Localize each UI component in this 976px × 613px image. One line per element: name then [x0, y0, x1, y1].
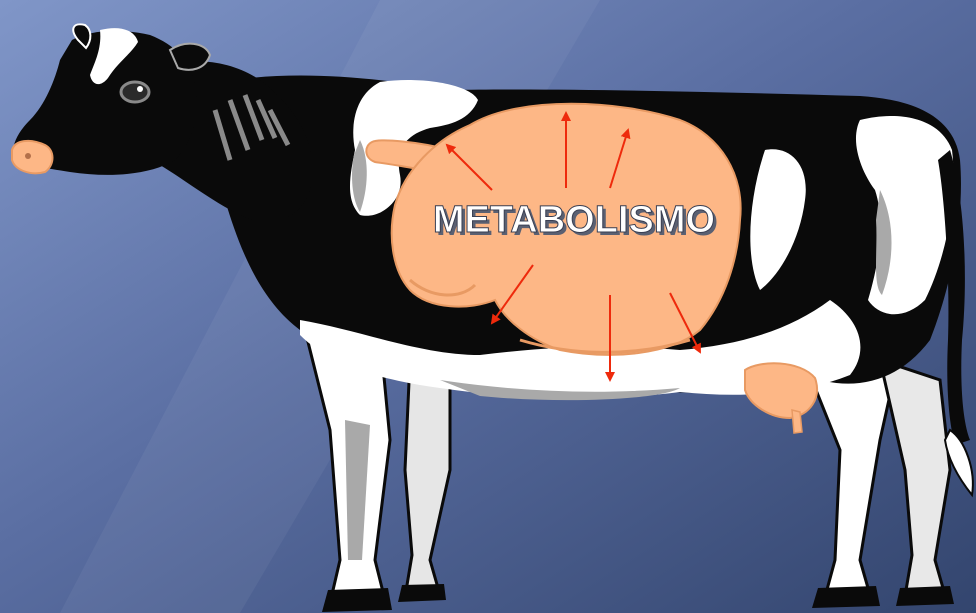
cow-teat	[792, 410, 802, 433]
cow-hoof-front-right	[398, 584, 446, 602]
cow-muzzle	[12, 141, 53, 173]
cow-hoof-hind-left	[812, 586, 880, 608]
metabolism-label: METABOLISMO METABOLISMO	[433, 199, 718, 244]
metabolism-label-text: METABOLISMO	[433, 199, 715, 241]
cow-nostril	[25, 153, 31, 159]
cow-hoof-front-left	[322, 588, 392, 612]
cow-hoof-hind-right	[896, 586, 954, 606]
cow-eye-highlight	[137, 86, 143, 92]
cow-eye	[121, 82, 149, 102]
